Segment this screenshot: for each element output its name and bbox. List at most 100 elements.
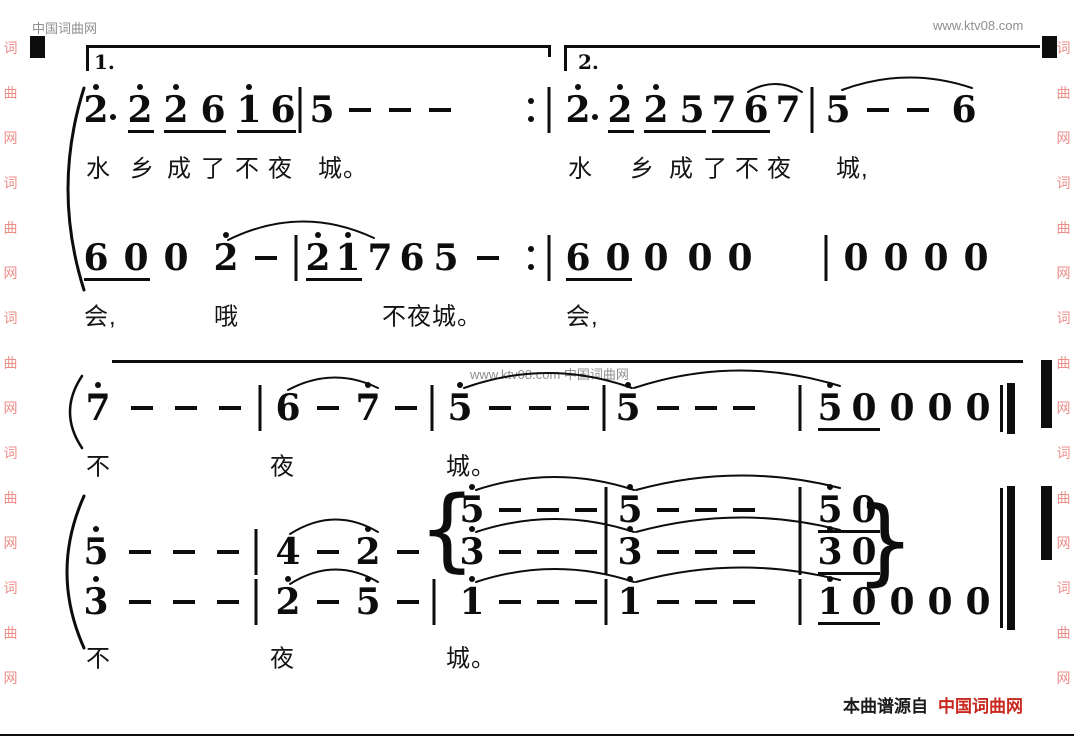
underline-beam <box>164 130 226 133</box>
duration-dash <box>657 600 679 604</box>
note-digit: 5 <box>617 489 643 531</box>
lyric-syllable: 水 <box>568 155 593 183</box>
black-bar <box>1000 488 1003 628</box>
rest-digit: 0 <box>851 387 877 429</box>
duration-dash <box>907 108 929 112</box>
barline <box>294 235 298 281</box>
note-digit: 3 <box>617 531 643 573</box>
lyric-syllable: 夜 <box>270 453 295 481</box>
underline-beam <box>712 130 770 133</box>
octave-dot <box>365 526 371 532</box>
volta-bracket <box>564 45 1040 48</box>
barline <box>547 87 551 133</box>
lyric-syllable: 了 <box>201 155 226 183</box>
duration-dash <box>499 600 521 604</box>
octave-dot <box>93 84 99 90</box>
rest-digit: 0 <box>851 489 877 531</box>
volta-label: 2. <box>578 50 599 74</box>
black-bar <box>1042 36 1057 58</box>
octave-dot <box>627 526 633 532</box>
rest-digit: 0 <box>965 387 991 429</box>
barline <box>798 385 802 431</box>
barline <box>604 487 608 533</box>
rest-digit: 0 <box>923 237 949 279</box>
footer-source-label: 本曲谱源自 <box>843 697 928 716</box>
duration-dash <box>499 550 521 554</box>
rest-digit: 0 <box>851 581 877 623</box>
duration-dash <box>175 406 197 410</box>
note-digit: 5 <box>679 89 705 131</box>
underline-beam <box>237 130 296 133</box>
duration-dash <box>429 108 451 112</box>
duration-dash <box>397 600 419 604</box>
duration-dash <box>567 406 589 410</box>
octave-dot <box>365 382 371 388</box>
duration-dash <box>397 550 419 554</box>
duration-dash <box>537 550 559 554</box>
note-digit: 2 <box>305 237 331 279</box>
octave-dot <box>223 232 229 238</box>
note-digit: 1 <box>335 237 361 279</box>
octave-dot <box>575 84 581 90</box>
lyric-syllable: 不 <box>235 155 260 183</box>
duration-dash <box>317 550 339 554</box>
lyric-syllable: 成 <box>167 155 192 183</box>
volta-bracket <box>86 45 548 48</box>
rest-digit: 0 <box>963 237 989 279</box>
duration-dash <box>217 550 239 554</box>
note-digit: 7 <box>775 89 801 131</box>
duration-dash <box>537 600 559 604</box>
lyric-syllable: 城。 <box>318 155 368 183</box>
octave-dot <box>93 576 99 582</box>
rest-digit: 0 <box>123 237 149 279</box>
duration-dash <box>317 600 339 604</box>
octave-dot <box>827 576 833 582</box>
duration-dash <box>695 508 717 512</box>
note-digit: 7 <box>711 89 737 131</box>
watermark-left-column: 词曲网词曲网词曲网词曲网词曲网 <box>3 40 18 686</box>
lyric-syllable: 夜 <box>767 155 792 183</box>
duration-dash <box>733 508 755 512</box>
note-digit: 2 <box>127 89 153 131</box>
barline <box>798 579 802 625</box>
lyric-syllable: 乡 <box>130 155 155 183</box>
underline-beam <box>84 278 150 281</box>
lyric-syllable: 会, <box>84 303 117 331</box>
duration-dash <box>217 600 239 604</box>
barline <box>798 487 802 533</box>
barline <box>430 385 434 431</box>
octave-dot <box>285 576 291 582</box>
note-digit: 2 <box>213 237 239 279</box>
black-bar <box>1000 385 1003 432</box>
duration-dash <box>733 406 755 410</box>
underline-beam <box>818 622 880 625</box>
note-digit: 7 <box>355 387 381 429</box>
duration-dash <box>695 550 717 554</box>
note-digit: 1 <box>459 581 485 623</box>
note-digit: 7 <box>85 387 111 429</box>
barline <box>258 385 262 431</box>
octave-dot <box>653 84 659 90</box>
note-digit: 6 <box>565 237 591 279</box>
note-digit: 5 <box>309 89 335 131</box>
lyric-syllable: 水 <box>86 155 111 183</box>
octave-dot <box>827 382 833 388</box>
lyric-syllable: 会, <box>566 303 599 331</box>
note-digit: 7 <box>367 237 393 279</box>
rest-digit: 0 <box>889 581 915 623</box>
barline <box>602 385 606 431</box>
black-bar <box>112 360 1023 363</box>
underline-beam <box>128 130 154 133</box>
note-digit: 5 <box>83 531 109 573</box>
note-digit: 5 <box>447 387 473 429</box>
barline <box>604 529 608 575</box>
lyric-syllable: 乡 <box>630 155 655 183</box>
octave-dot <box>469 484 475 490</box>
duration-dash <box>695 600 717 604</box>
octave-dot <box>95 382 101 388</box>
octave-dot <box>625 382 631 388</box>
note-digit: 5 <box>825 89 851 131</box>
octave-dot <box>315 232 321 238</box>
rest-digit: 0 <box>643 237 669 279</box>
